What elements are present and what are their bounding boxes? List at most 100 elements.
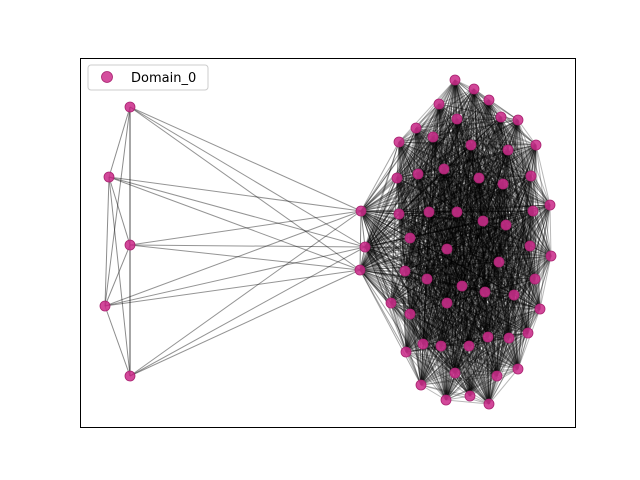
graph-edge: [517, 119, 552, 257]
graph-edge: [482, 220, 500, 263]
graph-edge: [456, 175, 532, 213]
graph-edge: [456, 88, 475, 213]
graph-edge: [415, 103, 440, 129]
graph-edge: [456, 211, 486, 293]
graph-edge: [422, 118, 458, 345]
graph-edge: [129, 106, 361, 271]
graph-edge: [517, 119, 551, 206]
graph-edge: [415, 127, 490, 405]
graph-edge: [398, 213, 407, 353]
graph-edge: [446, 116, 502, 250]
graph-edge: [443, 168, 510, 339]
legend: Domain_0: [87, 64, 209, 91]
graph-node: [385, 297, 397, 309]
graph-edge: [398, 118, 458, 215]
graph-edge: [505, 224, 552, 257]
graph-edge: [428, 211, 486, 293]
graph-node: [524, 240, 536, 252]
graph-edge: [500, 116, 507, 226]
graph-edge: [360, 149, 509, 212]
graph-edge: [360, 210, 471, 397]
graph-edge: [482, 220, 510, 339]
graph-edge: [440, 144, 537, 347]
graph-edge: [364, 144, 537, 248]
graph-edge: [420, 336, 489, 386]
graph-edge: [405, 224, 507, 353]
graph-edge: [443, 168, 484, 222]
graph-edge: [488, 99, 541, 310]
graph-edge: [359, 269, 447, 401]
graph-edge: [473, 88, 519, 121]
graph-edge: [409, 255, 552, 315]
graph-edge: [409, 168, 445, 315]
graph-edge: [364, 99, 490, 248]
graph-edge: [417, 118, 458, 175]
graph-edge: [409, 261, 500, 315]
graph-edge: [409, 177, 480, 239]
graph-edge: [417, 173, 463, 287]
graph-edge: [360, 173, 419, 212]
graph-edge: [420, 372, 456, 386]
graph-edge: [404, 255, 552, 272]
graph-edge: [415, 127, 458, 213]
graph-edge: [396, 177, 411, 239]
graph-edge: [360, 168, 445, 212]
graph-edge: [445, 144, 472, 401]
graph-edge: [405, 149, 509, 353]
graph-edge: [470, 119, 519, 146]
graph-edge: [405, 173, 419, 353]
graph-edge: [456, 118, 463, 287]
graph-edge: [390, 177, 398, 304]
graph-edge: [454, 220, 484, 374]
graph-edge: [405, 302, 448, 353]
graph-edge: [456, 211, 515, 296]
graph-edge: [398, 136, 434, 143]
graph-edge: [456, 118, 486, 293]
graph-edge: [426, 149, 509, 280]
graph-edge: [500, 116, 515, 296]
graph-edge: [415, 127, 541, 310]
graph-edge: [469, 245, 531, 397]
graph-edge: [409, 313, 422, 386]
graph-edge: [417, 99, 490, 175]
graph-edge: [422, 177, 480, 345]
graph-edge: [527, 175, 532, 334]
graph-edge: [428, 211, 448, 304]
graph-edge: [409, 210, 534, 315]
graph-edge: [502, 183, 536, 280]
graph-edge: [409, 245, 531, 315]
graph-edge: [398, 213, 490, 405]
graph-edge: [445, 211, 458, 401]
graph-edge: [390, 302, 490, 405]
graph-node: [124, 239, 136, 251]
graph-edge: [404, 127, 417, 272]
graph-edge: [404, 245, 531, 272]
graph-edge: [478, 177, 515, 296]
graph-edge: [409, 237, 519, 370]
graph-edge: [488, 99, 500, 263]
graph-edge: [498, 149, 509, 263]
graph-edge: [390, 278, 428, 304]
graph-edge: [496, 175, 532, 377]
graph-edge: [360, 210, 463, 287]
graph-edge: [426, 211, 430, 280]
graph-edge: [473, 88, 490, 405]
graph-edge: [461, 224, 507, 287]
graph-edge: [364, 246, 536, 280]
graph-edge: [409, 313, 489, 338]
graph-edge: [502, 183, 510, 339]
graph-edge: [396, 177, 510, 339]
graph-edge: [417, 173, 536, 280]
graph-edge: [461, 255, 552, 287]
graph-edge: [390, 149, 509, 304]
graph-edge: [440, 308, 541, 347]
graph-edge: [454, 79, 484, 222]
graph-edge: [484, 144, 537, 293]
graph-edge: [422, 343, 498, 377]
graph-edge: [454, 224, 507, 374]
graph-edge: [364, 144, 472, 248]
graph-edge: [500, 116, 534, 212]
graph-node: [355, 205, 367, 217]
graph-edge: [500, 116, 509, 151]
graph-edge: [398, 141, 500, 263]
